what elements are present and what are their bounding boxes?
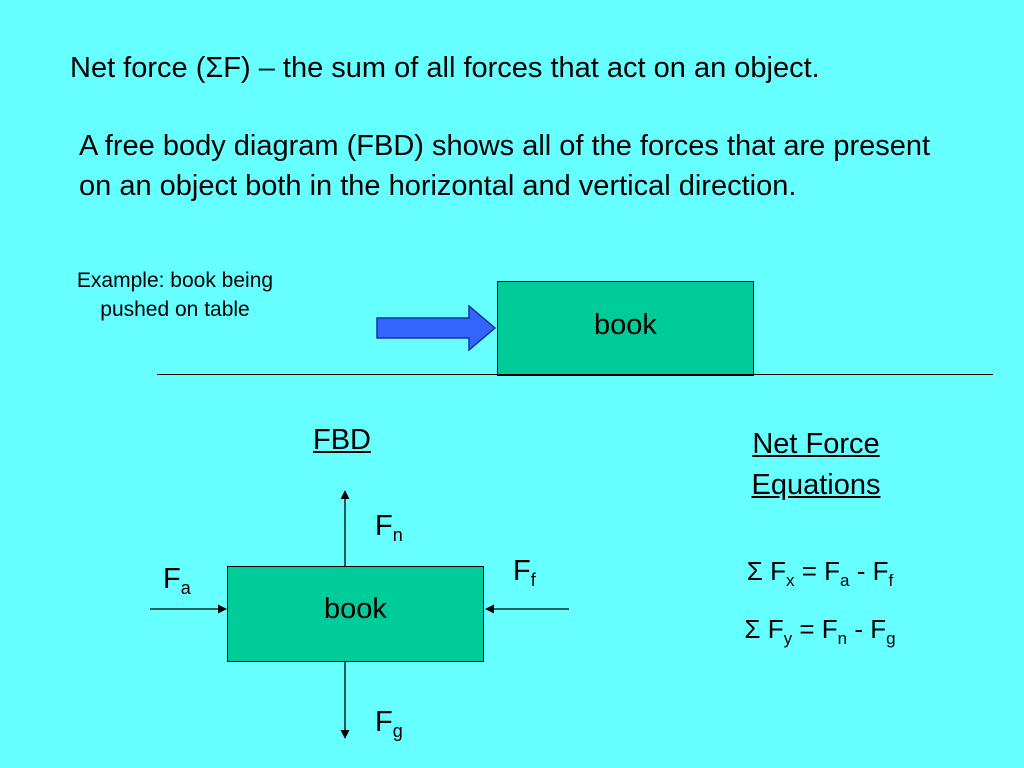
friction-force-label: Ff bbox=[513, 555, 536, 590]
equation-x: Σ Fx = Fa - Ff bbox=[746, 556, 894, 590]
fbd-book-box: book bbox=[227, 566, 484, 662]
example-caption: Example: book being pushed on table bbox=[76, 269, 274, 321]
book-box: book bbox=[497, 281, 754, 376]
fbd-heading: FBD bbox=[313, 424, 371, 456]
equation-y: Σ Fy = Fn - Fg bbox=[744, 614, 896, 648]
table-line bbox=[157, 374, 993, 375]
slide-title: Net force (ΣF) – the sum of all forces t… bbox=[70, 52, 820, 84]
normal-force-label: Fn bbox=[375, 510, 403, 545]
gravity-force-label: Fg bbox=[375, 706, 403, 741]
net-force-heading: Net Force Equations bbox=[751, 428, 881, 501]
fbd-description: A free body diagram (FBD) shows all of t… bbox=[79, 130, 931, 202]
push-arrow bbox=[376, 304, 497, 352]
applied-force-label: Fa bbox=[163, 563, 191, 598]
